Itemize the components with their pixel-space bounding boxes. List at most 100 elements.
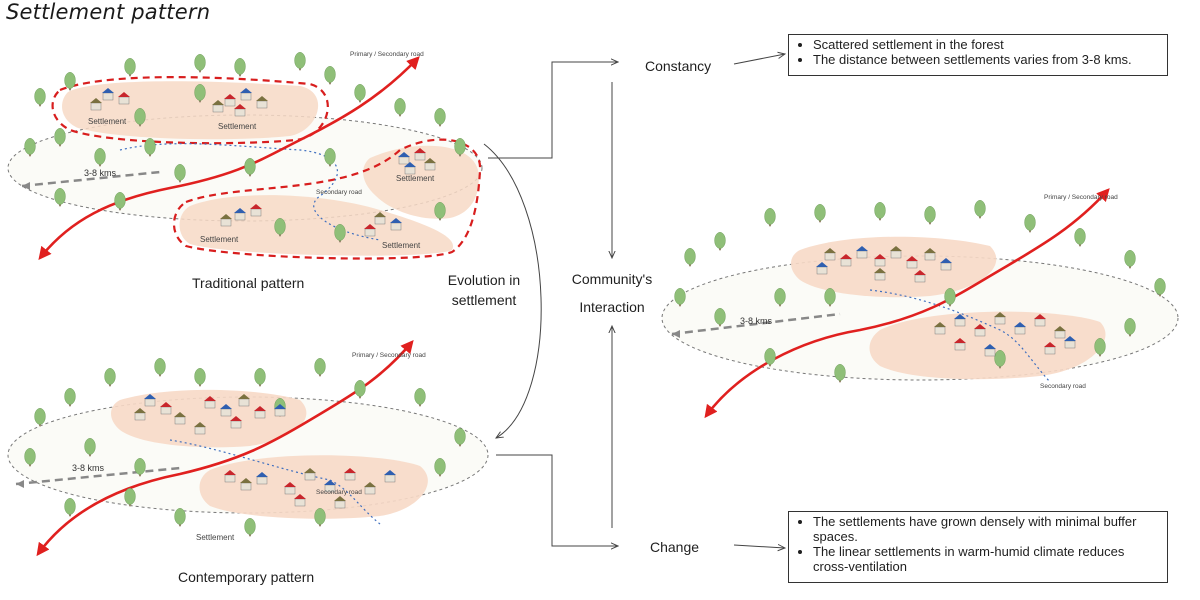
house-icon (256, 96, 268, 101)
house-icon (144, 394, 156, 399)
tree-icon (434, 108, 446, 125)
settlement-patch (62, 81, 319, 140)
map-label-secondary-road: Secondary road (316, 189, 362, 196)
tree-icon (1124, 250, 1136, 267)
settlement-patch (199, 455, 428, 519)
tree-icon (154, 358, 166, 375)
tree-icon (824, 288, 836, 305)
house-icon (250, 204, 262, 209)
change-box: The settlements have grown densely with … (788, 511, 1168, 583)
connector-change (496, 454, 618, 546)
evolution-arrow (483, 143, 542, 438)
house-icon (994, 312, 1006, 317)
house-icon (940, 258, 952, 263)
house-icon (212, 100, 224, 105)
tree-icon (714, 308, 726, 325)
tree-icon (324, 66, 336, 83)
label-evolution: Evolution in settlement (447, 272, 521, 308)
contemporary-pattern-map: Primary / Secondary road 3-8 kms Settlem… (7, 340, 489, 557)
house-icon (424, 158, 436, 163)
map-label-distance: 3-8 kms (84, 168, 117, 178)
house-icon (856, 246, 868, 251)
house-icon (364, 482, 376, 487)
tree-icon (354, 84, 366, 101)
tree-icon (324, 148, 336, 165)
tree-icon (274, 218, 286, 235)
tree-icon (194, 54, 206, 71)
label-community-interaction: Community's Interaction (571, 271, 653, 315)
house-icon (1054, 326, 1066, 331)
tree-icon (54, 188, 66, 205)
tree-icon (244, 158, 256, 175)
tree-icon (924, 206, 936, 223)
house-icon (414, 148, 426, 153)
map-label-distance: 3-8 kms (72, 463, 105, 473)
tree-icon (764, 348, 776, 365)
house-icon (344, 468, 356, 473)
map-label-settlement: Settlement (200, 235, 239, 244)
house-icon (220, 214, 232, 219)
tree-icon (24, 448, 36, 465)
house-icon (914, 270, 926, 275)
house-icon (816, 262, 828, 267)
tree-icon (194, 84, 206, 101)
map-label-secondary-road: Secondary road (1040, 383, 1086, 390)
constancy-box: Scattered settlement in the forest The d… (788, 34, 1168, 76)
house-icon (334, 496, 346, 501)
house-icon (390, 218, 402, 223)
map-label-settlement: Settlement (88, 117, 127, 126)
map-label-settlement: Settlement (396, 174, 435, 183)
house-icon (234, 104, 246, 109)
tree-icon (334, 224, 346, 241)
tree-icon (764, 208, 776, 225)
house-icon (256, 472, 268, 477)
tree-icon (84, 438, 96, 455)
tree-icon (174, 164, 186, 181)
house-icon (890, 246, 902, 251)
tree-icon (1124, 318, 1136, 335)
house-icon (374, 212, 386, 217)
tree-icon (434, 202, 446, 219)
tree-icon (134, 108, 146, 125)
tree-icon (114, 192, 126, 209)
house-icon (364, 224, 376, 229)
house-icon (90, 98, 102, 103)
tree-icon (1074, 228, 1086, 245)
constancy-point: Scattered settlement in the forest (813, 37, 1159, 52)
map-label-settlement: Settlement (196, 533, 235, 542)
tree-icon (454, 138, 466, 155)
house-icon (294, 494, 306, 499)
house-icon (404, 162, 416, 167)
house-icon (230, 416, 242, 421)
tree-icon (874, 202, 886, 219)
house-icon (224, 94, 236, 99)
traditional-pattern-map: Primary / Secondary road 3-8 kms Settlem… (7, 51, 483, 261)
tree-icon (354, 380, 366, 397)
house-icon (874, 268, 886, 273)
tree-icon (394, 98, 406, 115)
tree-icon (974, 200, 986, 217)
house-icon (204, 396, 216, 401)
house-icon (234, 208, 246, 213)
tree-icon (244, 518, 256, 535)
tree-icon (194, 368, 206, 385)
tree-icon (294, 52, 306, 69)
house-icon (954, 338, 966, 343)
house-icon (384, 470, 396, 475)
tree-icon (994, 350, 1006, 367)
tree-icon (314, 358, 326, 375)
house-icon (974, 324, 986, 329)
house-icon (304, 468, 316, 473)
connector-constancy-box (733, 54, 785, 65)
tree-icon (1024, 214, 1036, 231)
tree-icon (104, 368, 116, 385)
tree-icon (54, 128, 66, 145)
tree-icon (134, 458, 146, 475)
house-icon (954, 314, 966, 319)
tree-icon (944, 288, 956, 305)
house-icon (906, 256, 918, 261)
house-icon (324, 480, 336, 485)
tree-icon (434, 458, 446, 475)
house-icon (254, 406, 266, 411)
